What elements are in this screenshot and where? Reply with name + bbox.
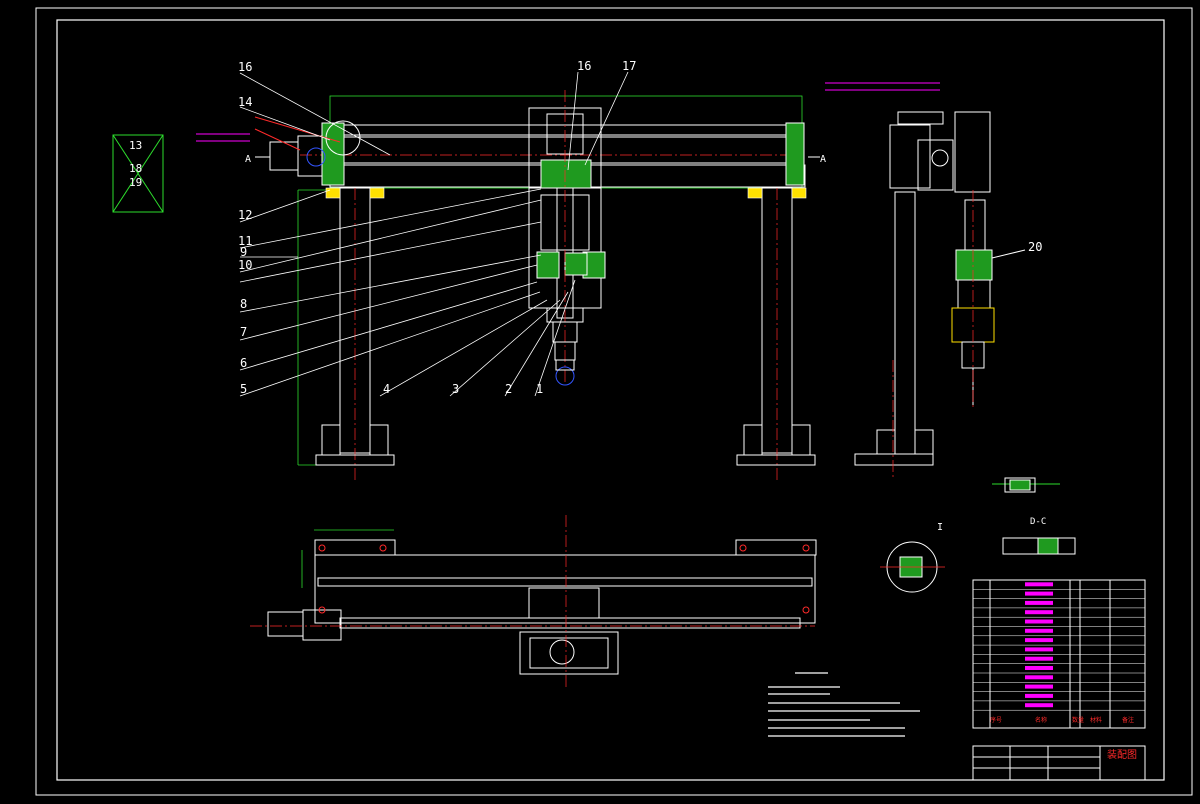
bom-table	[972, 579, 1146, 729]
legend-box: 13 18 19	[112, 134, 164, 213]
callout-14: 14	[238, 95, 252, 109]
callout-20: 20	[1028, 240, 1042, 254]
title-block: 装配图	[972, 745, 1146, 781]
bom-row-mark	[1025, 582, 1053, 587]
bom-row-mark	[1025, 693, 1053, 698]
callout-9: 9	[240, 245, 247, 259]
front-callout-labels: 16 14 12 11 10 9 8 7 6 5 4 3 2 1 16 17 A…	[238, 59, 826, 396]
bom-row-mark	[1025, 600, 1053, 605]
bom-row-mark	[1025, 703, 1053, 708]
bom-header-no: 序号	[990, 716, 1002, 724]
bom-header-material: 材料	[1090, 716, 1102, 724]
front-view	[196, 82, 940, 480]
bom-row-mark	[1025, 619, 1053, 624]
bom-row-mark	[1025, 647, 1053, 652]
callout-5: 5	[240, 382, 247, 396]
bom-header: 序号 名称 数量 材料 备注	[990, 716, 1134, 724]
callout-1: 1	[536, 382, 543, 396]
section-label: D-C	[1030, 517, 1046, 527]
outer-frame	[35, 7, 1193, 796]
callout-16a: 16	[238, 60, 252, 74]
bom-row-mark	[1025, 666, 1053, 670]
bom-row-mark	[1025, 610, 1053, 615]
top-view	[250, 515, 817, 690]
legend-19: 19	[129, 176, 142, 189]
bom-row-mark	[1025, 591, 1053, 596]
callout-16b: 16	[577, 59, 591, 73]
legend-13: 13	[129, 139, 142, 152]
bom-header-remark: 备注	[1122, 716, 1134, 724]
section-a-left: A	[245, 154, 251, 165]
section-a-right: A	[820, 154, 826, 165]
callout-6: 6	[240, 356, 247, 370]
bom-header-qty: 数量	[1072, 716, 1084, 724]
callout-12: 12	[238, 208, 252, 222]
drawing-name: 装配图	[1107, 748, 1137, 761]
callout-7: 7	[240, 325, 247, 339]
callout-3: 3	[452, 382, 459, 396]
bom-row-mark	[1025, 628, 1053, 633]
legend-18: 18	[129, 162, 142, 175]
bom-row-mark	[1025, 675, 1053, 680]
bom-row-mark	[1025, 656, 1053, 661]
callout-10: 10	[238, 258, 252, 272]
callout-8: 8	[240, 297, 247, 311]
callout-17: 17	[622, 59, 636, 73]
bom-row-mark	[1025, 638, 1053, 643]
callout-4: 4	[383, 382, 390, 396]
callout-2: 2	[505, 382, 512, 396]
inner-frame	[56, 19, 1165, 781]
side-view: 20	[854, 111, 1042, 480]
bom-row-mark	[1025, 684, 1053, 689]
front-leaders	[239, 71, 629, 397]
technical-notes	[768, 672, 920, 737]
bom-header-name: 名称	[1035, 716, 1047, 724]
detail-label: I	[937, 522, 943, 533]
bom-rows	[973, 582, 1145, 711]
detail-views: D-C I	[880, 477, 1076, 593]
callout-11: 11	[238, 234, 252, 248]
